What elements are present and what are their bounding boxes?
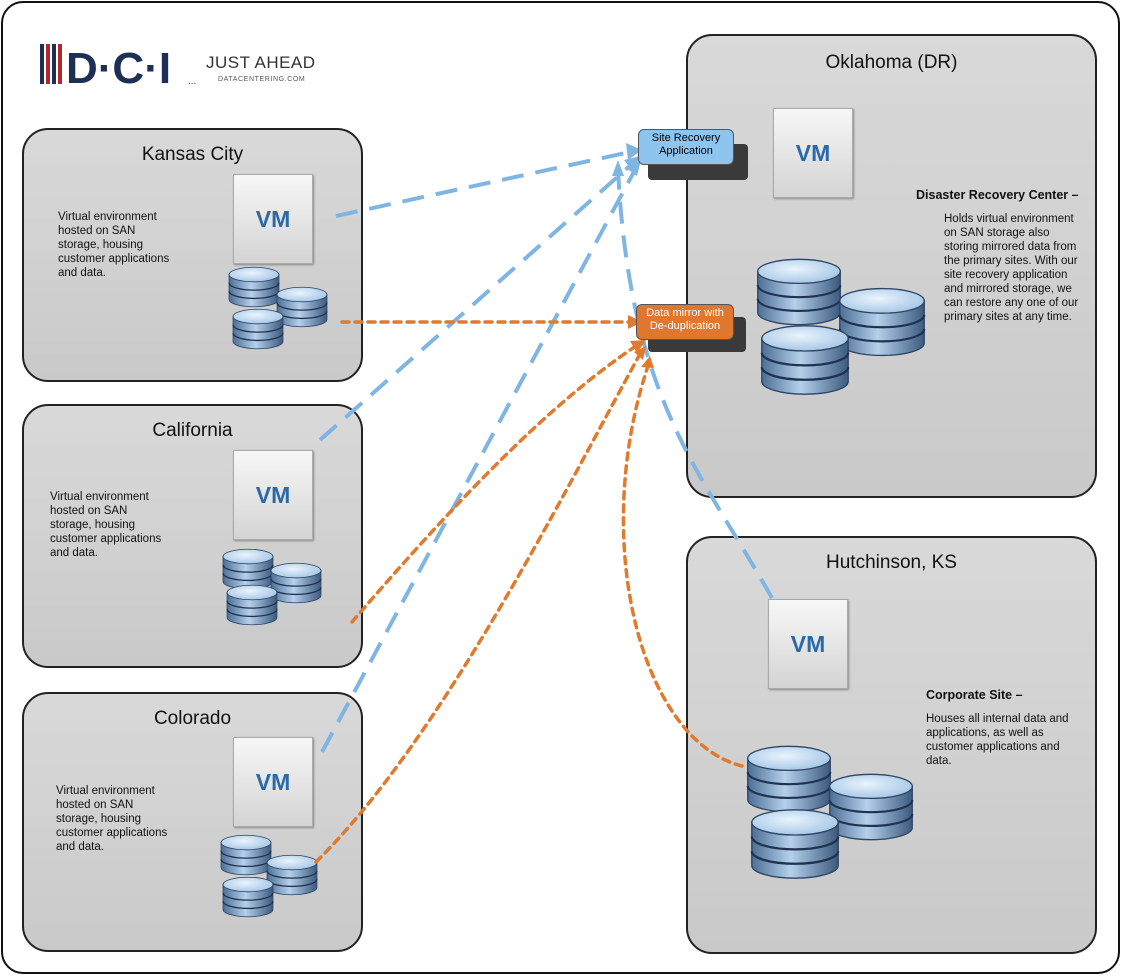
california-site-panel: California Virtual environment hosted on… <box>22 404 363 668</box>
kansas-city-description: Virtual environment hosted on SAN storag… <box>58 211 170 279</box>
mirror-arrowheads <box>628 315 654 368</box>
colorado-title: Colorado <box>153 708 232 729</box>
disaster-recovery-description: Holds virtual environment on SAN storage… <box>944 213 1079 323</box>
california-description: Virtual environment hosted on SAN storag… <box>50 491 162 559</box>
site-recovery-application-label: Site Recovery Application <box>638 129 734 165</box>
disaster-recovery-heading: Disaster Recovery Center – <box>916 188 1079 202</box>
replication-arrowheads <box>612 143 642 176</box>
colorado-description: Virtual environment hosted on SAN storag… <box>56 785 168 853</box>
logo-stripes-icon <box>40 44 62 84</box>
california-mirror-line <box>350 344 638 624</box>
corporate-site-heading: Corporate Site – <box>926 688 1023 702</box>
california-replication-line <box>318 162 634 442</box>
hutchinson-title: Hutchinson, KS <box>826 552 957 573</box>
colorado-vm-icon: VM <box>233 737 313 827</box>
oklahoma-vm-icon: VM <box>773 108 853 198</box>
hutchinson-mirror-line <box>621 364 744 768</box>
logo-brand: D·C·I <box>66 44 171 92</box>
california-vm-icon: VM <box>233 450 313 540</box>
colorado-replication-line <box>320 167 638 753</box>
svg-text:...: ... <box>188 76 196 87</box>
colorado-mirror-line <box>314 352 642 864</box>
logo-url: DATACENTERING.COM <box>218 76 305 83</box>
hutchinson-replication-line <box>616 169 774 599</box>
hutchinson-vm-icon: VM <box>768 599 848 689</box>
california-title: California <box>152 420 233 441</box>
kansas-city-replication-line <box>335 150 631 218</box>
corporate-site-description: Houses all internal data and application… <box>926 713 1069 767</box>
kansas-city-title: Kansas City <box>141 144 244 165</box>
oklahoma-title: Oklahoma (DR) <box>825 52 958 73</box>
logo-slogan: JUST AHEAD <box>206 53 316 72</box>
oklahoma-dr-site-panel: Oklahoma (DR) Disaster Recovery Center –… <box>686 34 1097 498</box>
hutchinson-site-panel: Hutchinson, KS Corporate Site – Houses a… <box>686 536 1097 954</box>
dci-logo: D·C·I ... JUST AHEAD DATACENTERING.COM <box>40 44 316 92</box>
kansas-city-vm-icon: VM <box>233 174 313 264</box>
data-mirror-deduplication-label: Data mirror with De-duplication <box>636 304 734 340</box>
